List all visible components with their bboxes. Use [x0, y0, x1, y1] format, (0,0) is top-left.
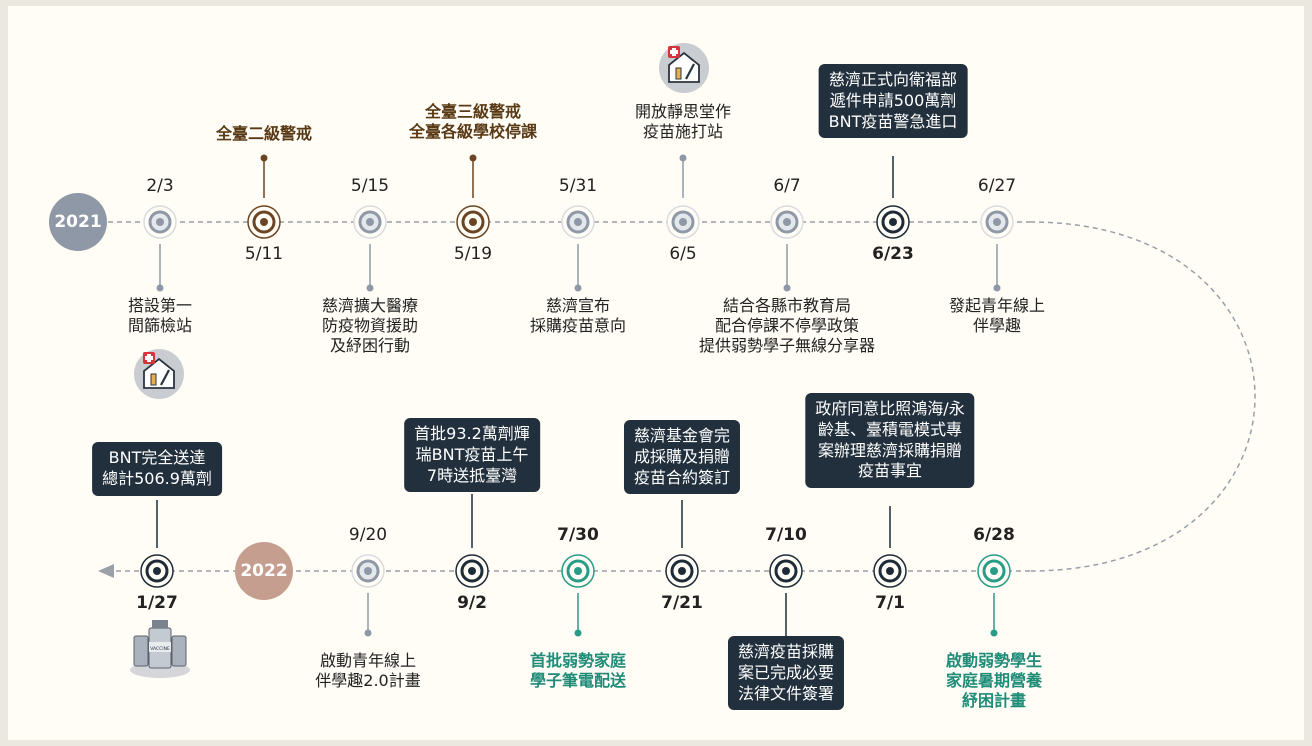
event-date: 6/7: [773, 176, 801, 196]
event-description: 慈濟擴大醫療 防疫物資援助 及紓困行動: [321, 296, 419, 355]
event-stem-dot-e-0605: [679, 154, 687, 162]
event-node-center-e-0515: [366, 218, 374, 226]
event-stem-dot-e-0730: [574, 629, 582, 637]
event-node-center-e-0710: [782, 567, 790, 575]
event-description: 政府同意比照鴻海/永 齡基、臺積電模式專 案辦理慈濟採購捐贈 疫苗事宜: [805, 393, 975, 489]
event-stem-dot-e-0920: [364, 629, 372, 637]
event-stem-dot-e-0203: [156, 284, 164, 292]
event-description: 全臺二級警戒: [215, 124, 313, 143]
event-node-center-e-0605: [679, 218, 687, 226]
event-description: 開放靜思堂作 疫苗施打站: [634, 102, 732, 141]
event-node-center-e-0627: [993, 218, 1001, 226]
event-date: 6/23: [872, 244, 914, 264]
year-badge-y2022: 2022: [235, 542, 293, 600]
event-callout-box: 政府同意比照鴻海/永 齡基、臺積電模式專 案辦理慈濟採購捐贈 疫苗事宜: [805, 393, 975, 489]
event-description: 搭設第一 間篩檢站: [127, 296, 193, 335]
event-callout-box: 慈濟基金會完 成採購及捐贈 疫苗合約簽訂: [623, 420, 741, 495]
event-node-center-e-0721: [678, 567, 686, 575]
event-date: 5/31: [558, 176, 598, 196]
vaccine-label: VACCINE: [150, 646, 170, 652]
event-date: 5/11: [244, 244, 284, 264]
event-node-center-e-0511: [260, 218, 268, 226]
event-callout-box: 慈濟疫苗採購 案已完成必要 法律文件簽署: [727, 636, 845, 711]
event-date: 7/30: [557, 525, 599, 545]
event-date: 2/3: [146, 176, 174, 196]
event-stem-dot-e-0627: [993, 284, 1001, 292]
year-badge-y2021: 2021: [49, 193, 107, 251]
timeline-arrow: [98, 564, 114, 578]
event-node-center-e-0607: [783, 218, 791, 226]
event-date: 9/2: [457, 593, 487, 613]
event-description: 慈濟疫苗採購 案已完成必要 法律文件簽署: [727, 636, 845, 711]
event-date: 6/28: [973, 525, 1015, 545]
event-node-center-e-0127: [153, 567, 161, 575]
event-description: 啟動弱勢學生 家庭暑期營養 紓困計畫: [945, 651, 1043, 710]
event-stem-dot-e-0515: [366, 284, 374, 292]
event-stem-dot-e-0628: [990, 629, 998, 637]
event-date: 1/27: [136, 593, 178, 613]
event-date: 7/21: [661, 593, 703, 613]
event-description: 發起青年線上 伴學趣: [948, 296, 1046, 335]
clinic-icon-left: [134, 349, 184, 399]
event-stem-dot-e-0511: [260, 154, 268, 162]
event-date: 6/5: [669, 244, 697, 264]
event-date: 6/27: [977, 176, 1017, 196]
event-node-center-e-0920: [364, 567, 372, 575]
timeline-panel: [8, 6, 1304, 740]
event-node-center-e-0628: [990, 567, 998, 575]
event-callout-box: BNT完全送達 總計506.9萬劑: [92, 442, 222, 496]
event-description: BNT完全送達 總計506.9萬劑: [92, 442, 222, 496]
event-date: 7/10: [765, 525, 807, 545]
event-stem-dot-e-0607: [783, 284, 791, 292]
event-callout-box: 首批93.2萬劑輝 瑞BNT疫苗上午 7時送抵臺灣: [404, 418, 540, 493]
vaccine-vials-icon: [130, 620, 190, 678]
event-description: 結合各縣市教育局 配合停課不停學政策 提供弱勢學子無線分享器: [698, 296, 876, 355]
event-date: 9/20: [348, 525, 388, 545]
event-stem-dot-e-0531: [574, 284, 582, 292]
event-description: 慈濟宣布 採購疫苗意向: [529, 296, 627, 335]
event-description: 全臺三級警戒 全臺各級學校停課: [408, 102, 538, 141]
event-node-center-e-0531: [574, 218, 582, 226]
event-description: 啟動青年線上 伴學趣2.0計畫: [315, 651, 421, 690]
event-node-center-e-0902: [468, 567, 476, 575]
event-node-center-e-0623: [889, 218, 897, 226]
timeline-curve: [1029, 221, 1256, 572]
event-description: 首批93.2萬劑輝 瑞BNT疫苗上午 7時送抵臺灣: [404, 418, 540, 493]
clinic-icon-top: [659, 43, 709, 93]
event-node-center-e-0701: [886, 567, 894, 575]
event-node-center-e-0519: [469, 218, 477, 226]
event-date: 5/19: [453, 244, 493, 264]
event-description: 首批弱勢家庭 學子筆電配送: [529, 651, 627, 690]
event-description: 慈濟基金會完 成採購及捐贈 疫苗合約簽訂: [623, 420, 741, 495]
event-callout-box: 慈濟正式向衛福部 遞件申請500萬劑 BNT疫苗警急進口: [818, 64, 968, 139]
event-date: 7/1: [875, 593, 905, 613]
event-node-center-e-0203: [156, 218, 164, 226]
event-date: 5/15: [350, 176, 390, 196]
event-description: 慈濟正式向衛福部 遞件申請500萬劑 BNT疫苗警急進口: [818, 64, 968, 139]
event-node-center-e-0730: [574, 567, 582, 575]
event-stem-dot-e-0519: [469, 154, 477, 162]
